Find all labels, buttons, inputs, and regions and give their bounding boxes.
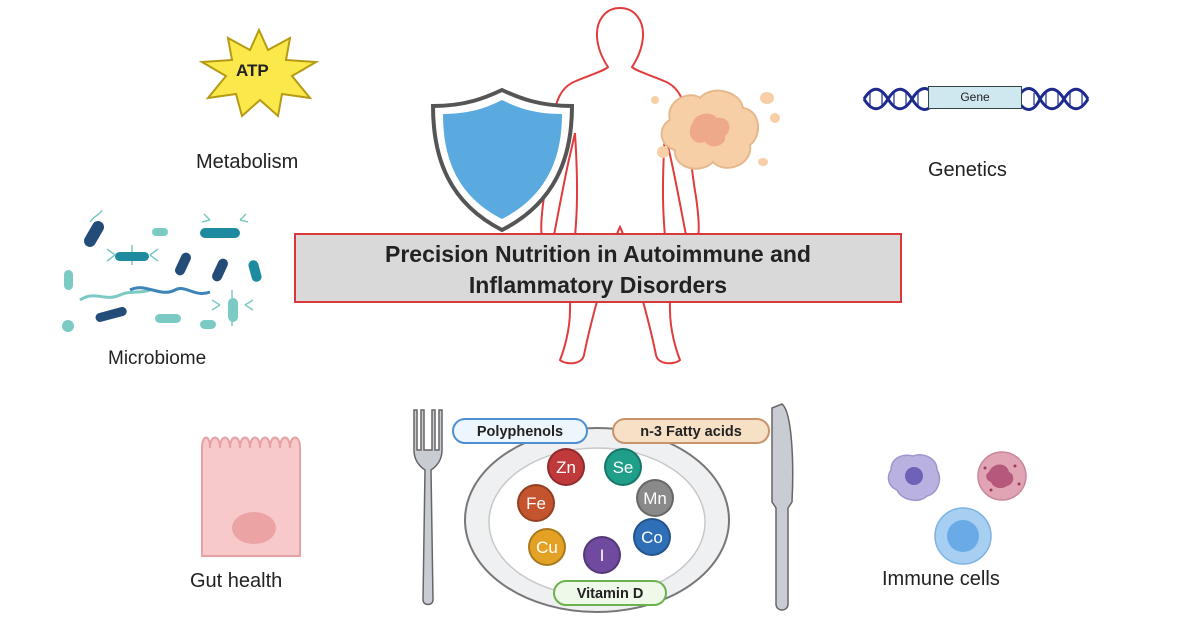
microbiome-bacteria-icon — [62, 209, 262, 332]
mineral-co: Co — [633, 518, 671, 556]
vitamin-d-label: Vitamin D — [553, 580, 667, 606]
knife-icon — [771, 403, 794, 611]
gut-health-label: Gut health — [190, 570, 283, 592]
fork-icon — [413, 409, 443, 606]
polyphenols-label: Polyphenols — [452, 418, 588, 444]
mineral-i: I — [583, 536, 621, 574]
genetics-label: Genetics — [928, 159, 1007, 181]
microbiome-label: Microbiome — [108, 348, 207, 369]
atp-starburst-icon — [198, 27, 320, 118]
gene-label: Gene — [928, 86, 1022, 109]
mineral-se: Se — [604, 448, 642, 486]
title-line-2: Inflammatory Disorders — [468, 272, 728, 298]
gut-epithelial-cell-icon — [201, 436, 301, 557]
atp-label: ATP — [236, 61, 269, 80]
mineral-fe: Fe — [517, 484, 555, 522]
title-line-1: Precision Nutrition in Autoimmune and — [385, 241, 811, 267]
immune-cells-icon — [887, 451, 1027, 565]
mineral-zn: Zn — [547, 448, 585, 486]
mineral-cu: Cu — [528, 528, 566, 566]
mineral-mn: Mn — [636, 479, 674, 517]
dna-icon — [862, 87, 1090, 111]
immune-cells-label: Immune cells — [882, 568, 1000, 590]
shield-icon — [430, 87, 575, 233]
fatty-acids-label: n-3 Fatty acids — [612, 418, 770, 444]
inflamed-cell-icon — [651, 89, 780, 170]
diagram-title: Precision Nutrition in Autoimmune and In… — [294, 233, 902, 303]
metabolism-label: Metabolism — [196, 151, 299, 173]
